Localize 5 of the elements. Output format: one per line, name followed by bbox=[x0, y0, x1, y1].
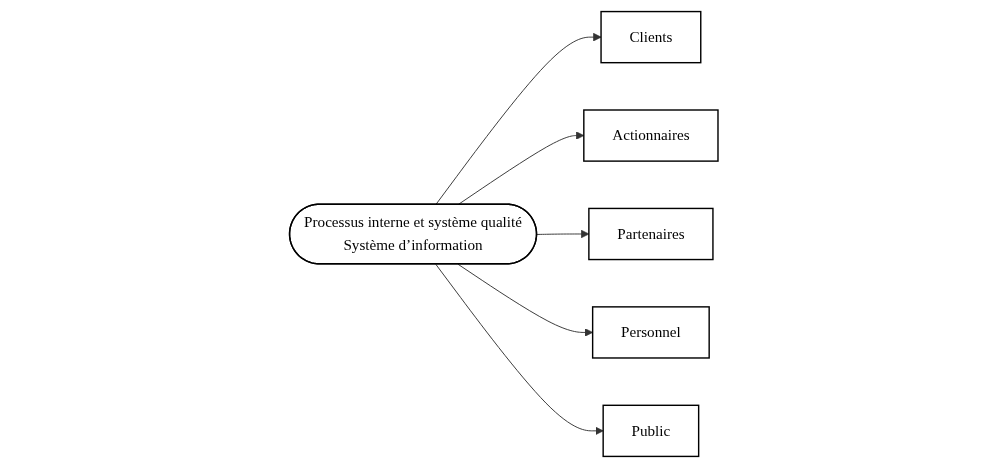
node-box: Actionnaires bbox=[583, 109, 719, 162]
node-box: Public bbox=[602, 404, 700, 458]
node-box: Clients bbox=[600, 10, 702, 64]
node-box: Personnel bbox=[592, 306, 711, 359]
node-box: Partenaires bbox=[588, 207, 714, 261]
